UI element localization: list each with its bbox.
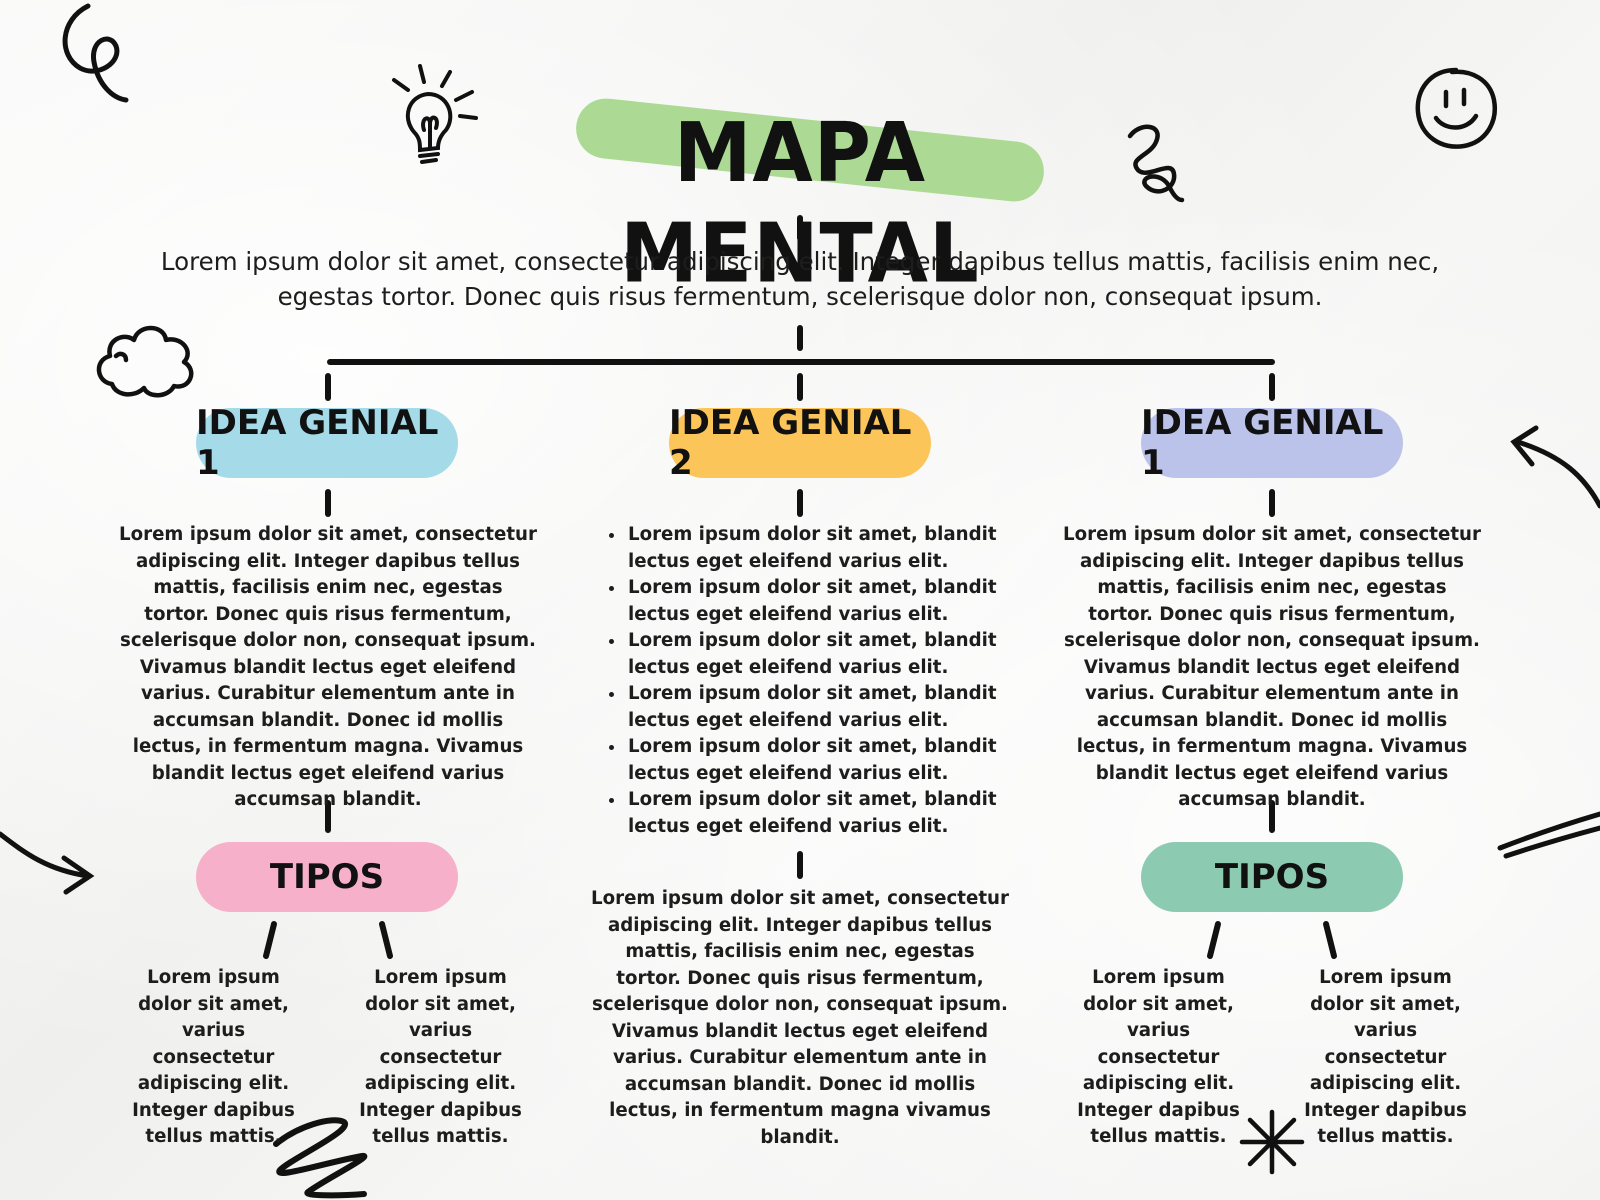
idea-right-text: Lorem ipsum dolor sit amet, consectetur …: [1063, 524, 1481, 810]
tipo-left-a-text: Lorem ipsum dolor sit amet, varius conse…: [132, 967, 295, 1147]
swirl-icon: [62, 3, 129, 103]
squiggle-icon: [1127, 124, 1185, 203]
idea-center-extra-text: Lorem ipsum dolor sit amet, consectetur …: [591, 888, 1009, 1148]
list-item: Lorem ipsum dolor sit amet, blandit lect…: [626, 734, 1026, 787]
idea-right-heading: IDEA GENIAL 1: [1141, 403, 1384, 483]
list-item: Lorem ipsum dolor sit amet, blandit lect…: [626, 787, 1026, 840]
connector-left-tipo-a: [263, 921, 277, 959]
tipo-left-b-text: Lorem ipsum dolor sit amet, varius conse…: [359, 967, 522, 1147]
idea-center-bullets: Lorem ipsum dolor sit amet, blandit lect…: [600, 522, 1026, 840]
page-title: MAPA MENTAL: [620, 106, 980, 302]
idea-center-pill: IDEA GENIAL 2: [669, 403, 931, 483]
tipos-left-pill: TIPOS: [196, 842, 458, 912]
idea-left-heading: IDEA GENIAL 1: [196, 403, 439, 483]
idea-right-pill: IDEA GENIAL 1: [1141, 403, 1403, 483]
tipos-right-heading: TIPOS: [1214, 857, 1330, 897]
zigzag-scribble-icon: [273, 1117, 368, 1199]
connector-right-tipo-a: [1207, 921, 1221, 959]
cloud-icon: [96, 325, 194, 398]
tipos-right-pill: TIPOS: [1141, 842, 1403, 912]
arrow-icon: [0, 831, 95, 895]
tipo-right-a-text: Lorem ipsum dolor sit amet, varius conse…: [1077, 967, 1240, 1147]
connector-left-tipo-b: [379, 921, 393, 959]
double-stroke-icon: [1497, 811, 1600, 859]
connector-right-tipo-b: [1323, 921, 1337, 959]
intro-text: Lorem ipsum dolor sit amet, consectetur …: [160, 247, 1440, 311]
arrow-icon: [1510, 425, 1600, 509]
list-item: Lorem ipsum dolor sit amet, blandit lect…: [626, 681, 1026, 734]
idea-center-heading: IDEA GENIAL 2: [669, 403, 912, 483]
smiley-icon: [1415, 67, 1497, 149]
lightbulb-icon: [392, 64, 478, 164]
idea-left-text: Lorem ipsum dolor sit amet, consectetur …: [119, 524, 537, 810]
list-item: Lorem ipsum dolor sit amet, blandit lect…: [626, 628, 1026, 681]
asterisk-icon: [1239, 1109, 1305, 1175]
tipo-right-b-text: Lorem ipsum dolor sit amet, varius conse…: [1304, 967, 1467, 1147]
list-item: Lorem ipsum dolor sit amet, blandit lect…: [626, 575, 1026, 628]
tipos-left-heading: TIPOS: [269, 857, 385, 897]
list-item: Lorem ipsum dolor sit amet, blandit lect…: [626, 522, 1026, 575]
idea-left-pill: IDEA GENIAL 1: [196, 403, 458, 483]
